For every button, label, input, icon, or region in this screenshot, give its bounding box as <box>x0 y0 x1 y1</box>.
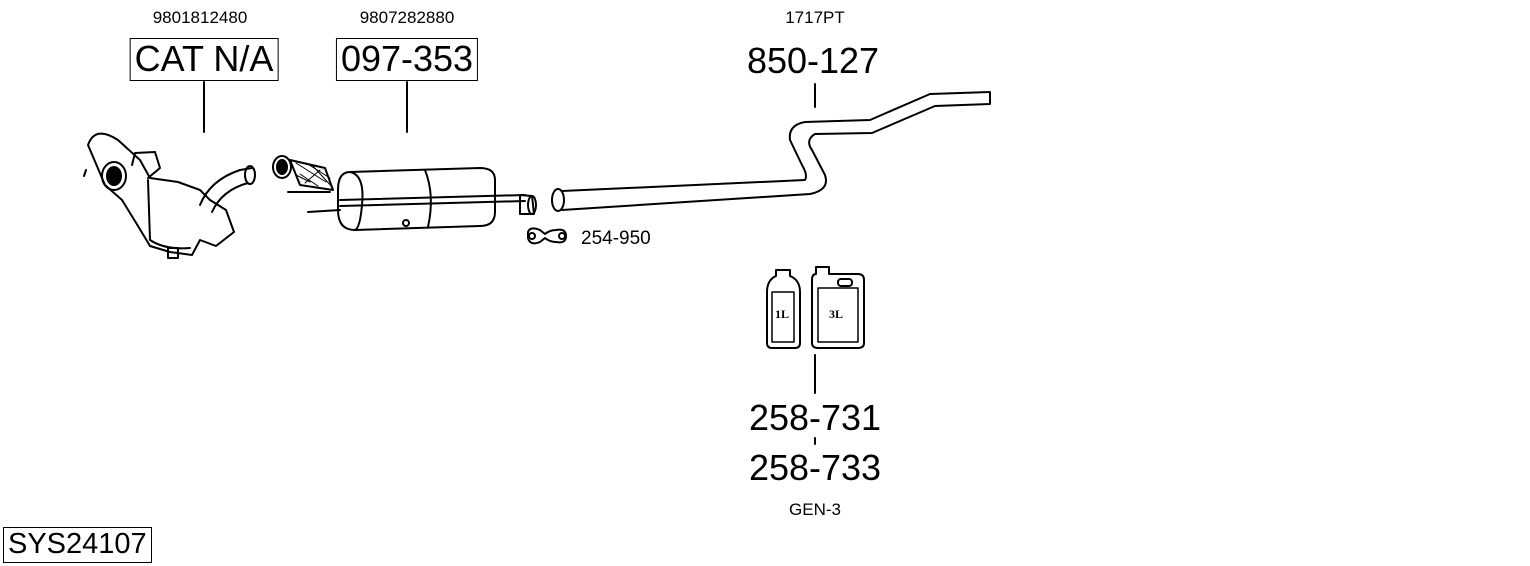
system-id: SYS24107 <box>3 527 152 563</box>
part-number-fluid-2[interactable]: 258-733 <box>748 447 882 488</box>
dpf-muffler-drawing <box>272 155 537 231</box>
part-number-fluid-1[interactable]: 258-731 <box>748 397 882 438</box>
clamp-drawing <box>527 227 567 245</box>
fluid-bottle-large-drawing <box>811 266 865 349</box>
catalytic-converter-drawing <box>83 132 256 259</box>
fluid-type-label: GEN-3 <box>789 500 841 519</box>
bottle-large-label: 3L <box>829 307 844 321</box>
part-number-dpf[interactable]: 097-353 <box>335 38 479 81</box>
oem-number-dpf: 9807282880 <box>359 8 455 27</box>
fluid-bottle-small-drawing <box>766 269 801 349</box>
part-number-cat[interactable]: CAT N/A <box>129 38 279 81</box>
part-number-clamp[interactable]: 254-950 <box>581 228 651 249</box>
oem-number-pipe: 1717PT <box>785 8 845 27</box>
bottle-small-label: 1L <box>775 307 790 321</box>
oem-number-cat: 9801812480 <box>152 8 248 27</box>
part-number-pipe[interactable]: 850-127 <box>746 40 880 81</box>
tail-pipe-drawing <box>551 91 991 212</box>
